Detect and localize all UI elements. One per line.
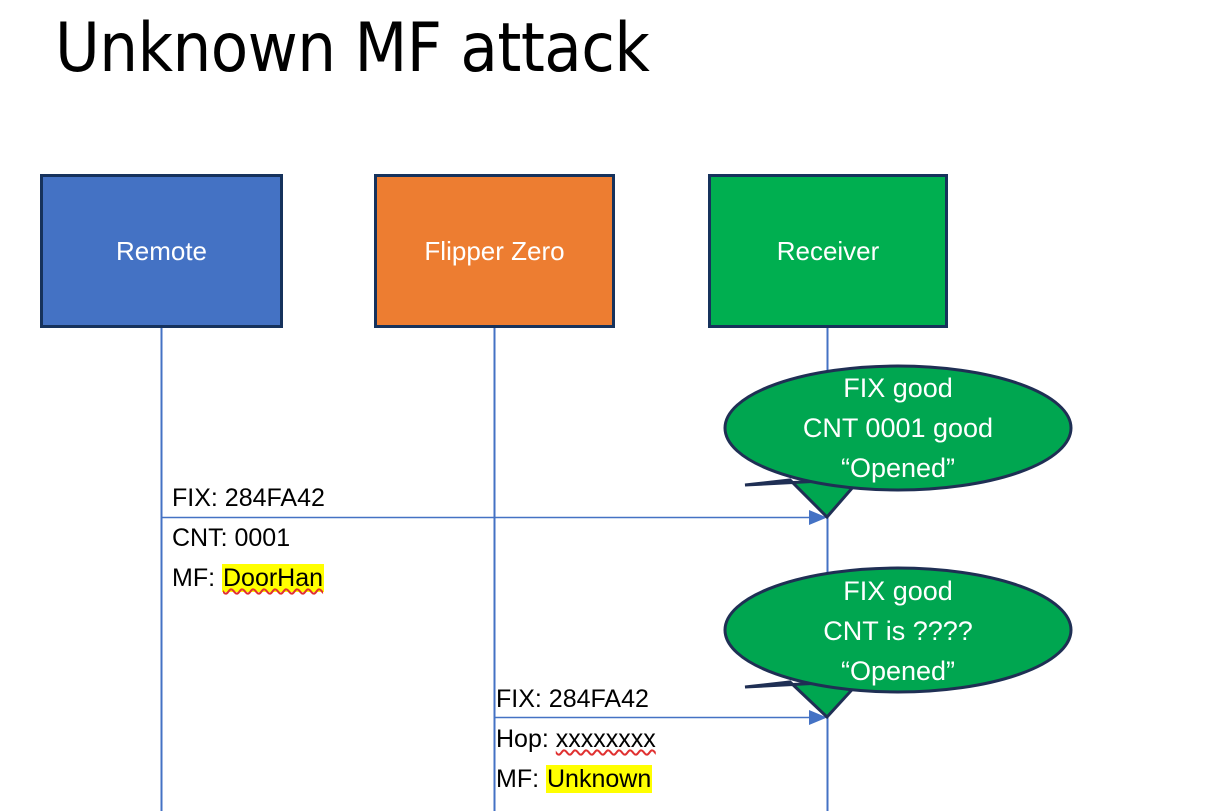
message-line: Hop: xxxxxxxx bbox=[496, 719, 656, 759]
message-line: MF: Unknown bbox=[496, 759, 656, 799]
message-line-value: 284FA42 bbox=[224, 484, 325, 512]
actor-box-receiver[interactable]: Receiver bbox=[708, 174, 948, 328]
message-line: MF: DoorHan bbox=[172, 558, 325, 598]
arrowhead-message-1 bbox=[809, 510, 827, 525]
message-line-label: CNT: bbox=[172, 524, 235, 552]
callout-ellipse-1 bbox=[723, 364, 1073, 492]
message-line: FIX: 284FA42 bbox=[496, 679, 656, 719]
message-line-label: MF: bbox=[172, 564, 222, 592]
callout-bubble-2 bbox=[723, 566, 1073, 720]
message-line-value: 0001 bbox=[234, 524, 291, 552]
message-line-value-highlighted: Unknown bbox=[546, 765, 653, 793]
arrowhead-message-2 bbox=[809, 710, 827, 725]
actor-label-remote: Remote bbox=[115, 236, 208, 266]
message-line-label: Hop: bbox=[496, 725, 556, 753]
message-labels-remote-to-receiver: FIX: 284FA42 CNT: 0001 MF: DoorHan bbox=[172, 478, 325, 598]
message-line-label: FIX: bbox=[172, 484, 225, 512]
message-line-value-highlighted: DoorHan bbox=[222, 564, 325, 592]
message-line-value: 284FA42 bbox=[548, 685, 649, 713]
message-line-value: xxxxxxxx bbox=[555, 725, 656, 753]
callout-bubble-1 bbox=[723, 364, 1073, 520]
page-title: Unknown MF attack bbox=[55, 9, 650, 88]
actor-label-flipper-zero: Flipper Zero bbox=[424, 236, 565, 266]
message-line-label: FIX: bbox=[496, 685, 549, 713]
actor-box-flipper-zero[interactable]: Flipper Zero bbox=[374, 174, 615, 328]
actor-box-remote[interactable]: Remote bbox=[40, 174, 283, 328]
message-line: FIX: 284FA42 bbox=[172, 478, 325, 518]
callout-ellipse-2 bbox=[723, 566, 1073, 694]
message-line: CNT: 0001 bbox=[172, 518, 325, 558]
actor-label-receiver: Receiver bbox=[776, 236, 880, 266]
message-line-label: MF: bbox=[496, 765, 546, 793]
message-labels-flipper-to-receiver: FIX: 284FA42 Hop: xxxxxxxx MF: Unknown bbox=[496, 679, 656, 799]
